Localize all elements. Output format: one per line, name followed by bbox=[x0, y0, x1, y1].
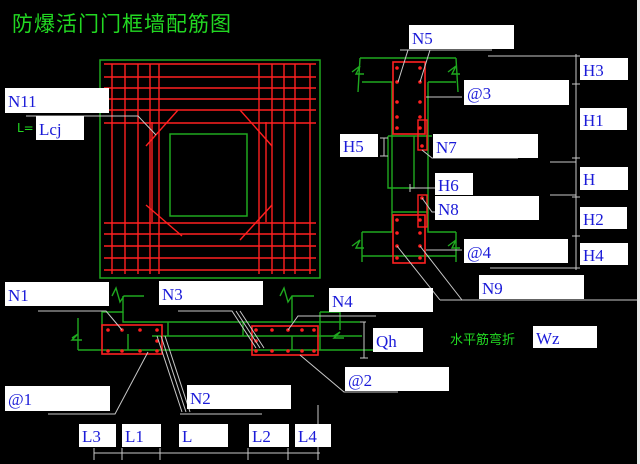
n4-input[interactable] bbox=[329, 288, 433, 312]
n9-input[interactable] bbox=[479, 275, 584, 299]
n3-input[interactable] bbox=[159, 281, 263, 305]
n7-input[interactable] bbox=[433, 134, 538, 158]
lcj-input[interactable] bbox=[36, 116, 84, 140]
break-symbol bbox=[351, 65, 364, 75]
n8-bar bbox=[417, 194, 428, 228]
l-dimension-input[interactable] bbox=[179, 424, 228, 447]
h2-dimension-input[interactable] bbox=[580, 207, 627, 229]
bend-label: 水平筋弯折 bbox=[450, 333, 516, 348]
at2-input[interactable] bbox=[345, 367, 449, 391]
at1-input[interactable] bbox=[5, 386, 110, 411]
elevation-rebar-grid bbox=[104, 63, 316, 274]
l4-dimension-input[interactable] bbox=[295, 424, 331, 447]
at4-input[interactable] bbox=[464, 239, 568, 263]
l3-dimension-input[interactable] bbox=[79, 424, 116, 447]
break-symbol bbox=[351, 239, 364, 249]
qh-input[interactable] bbox=[373, 328, 423, 352]
diagonal-rebar bbox=[239, 109, 273, 147]
horizontal-section bbox=[38, 286, 398, 460]
break-symbol bbox=[447, 65, 460, 75]
h-dimension-input[interactable] bbox=[580, 167, 628, 190]
h1-dimension-input[interactable] bbox=[580, 108, 627, 130]
lcj-prefix-label: L= bbox=[17, 121, 34, 135]
door-opening bbox=[169, 133, 248, 217]
vertical-section bbox=[351, 49, 640, 301]
h6-input[interactable] bbox=[435, 173, 473, 195]
elevation-view bbox=[99, 59, 321, 279]
at3-input[interactable] bbox=[464, 80, 569, 105]
drawing-title: 防爆活门门框墙配筋图 bbox=[12, 12, 232, 36]
right-stirrup bbox=[251, 325, 319, 356]
bottom-stirrup bbox=[392, 214, 426, 264]
n2-input[interactable] bbox=[187, 385, 291, 409]
h5-input[interactable] bbox=[340, 134, 378, 157]
n5-input[interactable] bbox=[409, 25, 514, 49]
l2-dimension-input[interactable] bbox=[249, 424, 289, 447]
h3-dimension-input[interactable] bbox=[580, 58, 628, 80]
h4-dimension-input[interactable] bbox=[580, 243, 628, 265]
break-symbol bbox=[447, 239, 460, 249]
n1-input[interactable] bbox=[5, 282, 109, 306]
diagonal-rebar bbox=[145, 109, 179, 147]
l1-dimension-input[interactable] bbox=[122, 424, 161, 447]
wz-input[interactable] bbox=[533, 326, 597, 348]
n11-input[interactable] bbox=[5, 88, 109, 113]
wall-outline bbox=[99, 59, 321, 279]
window-right-edge bbox=[637, 0, 640, 464]
top-stirrup bbox=[392, 61, 426, 135]
n8-input[interactable] bbox=[435, 196, 539, 220]
